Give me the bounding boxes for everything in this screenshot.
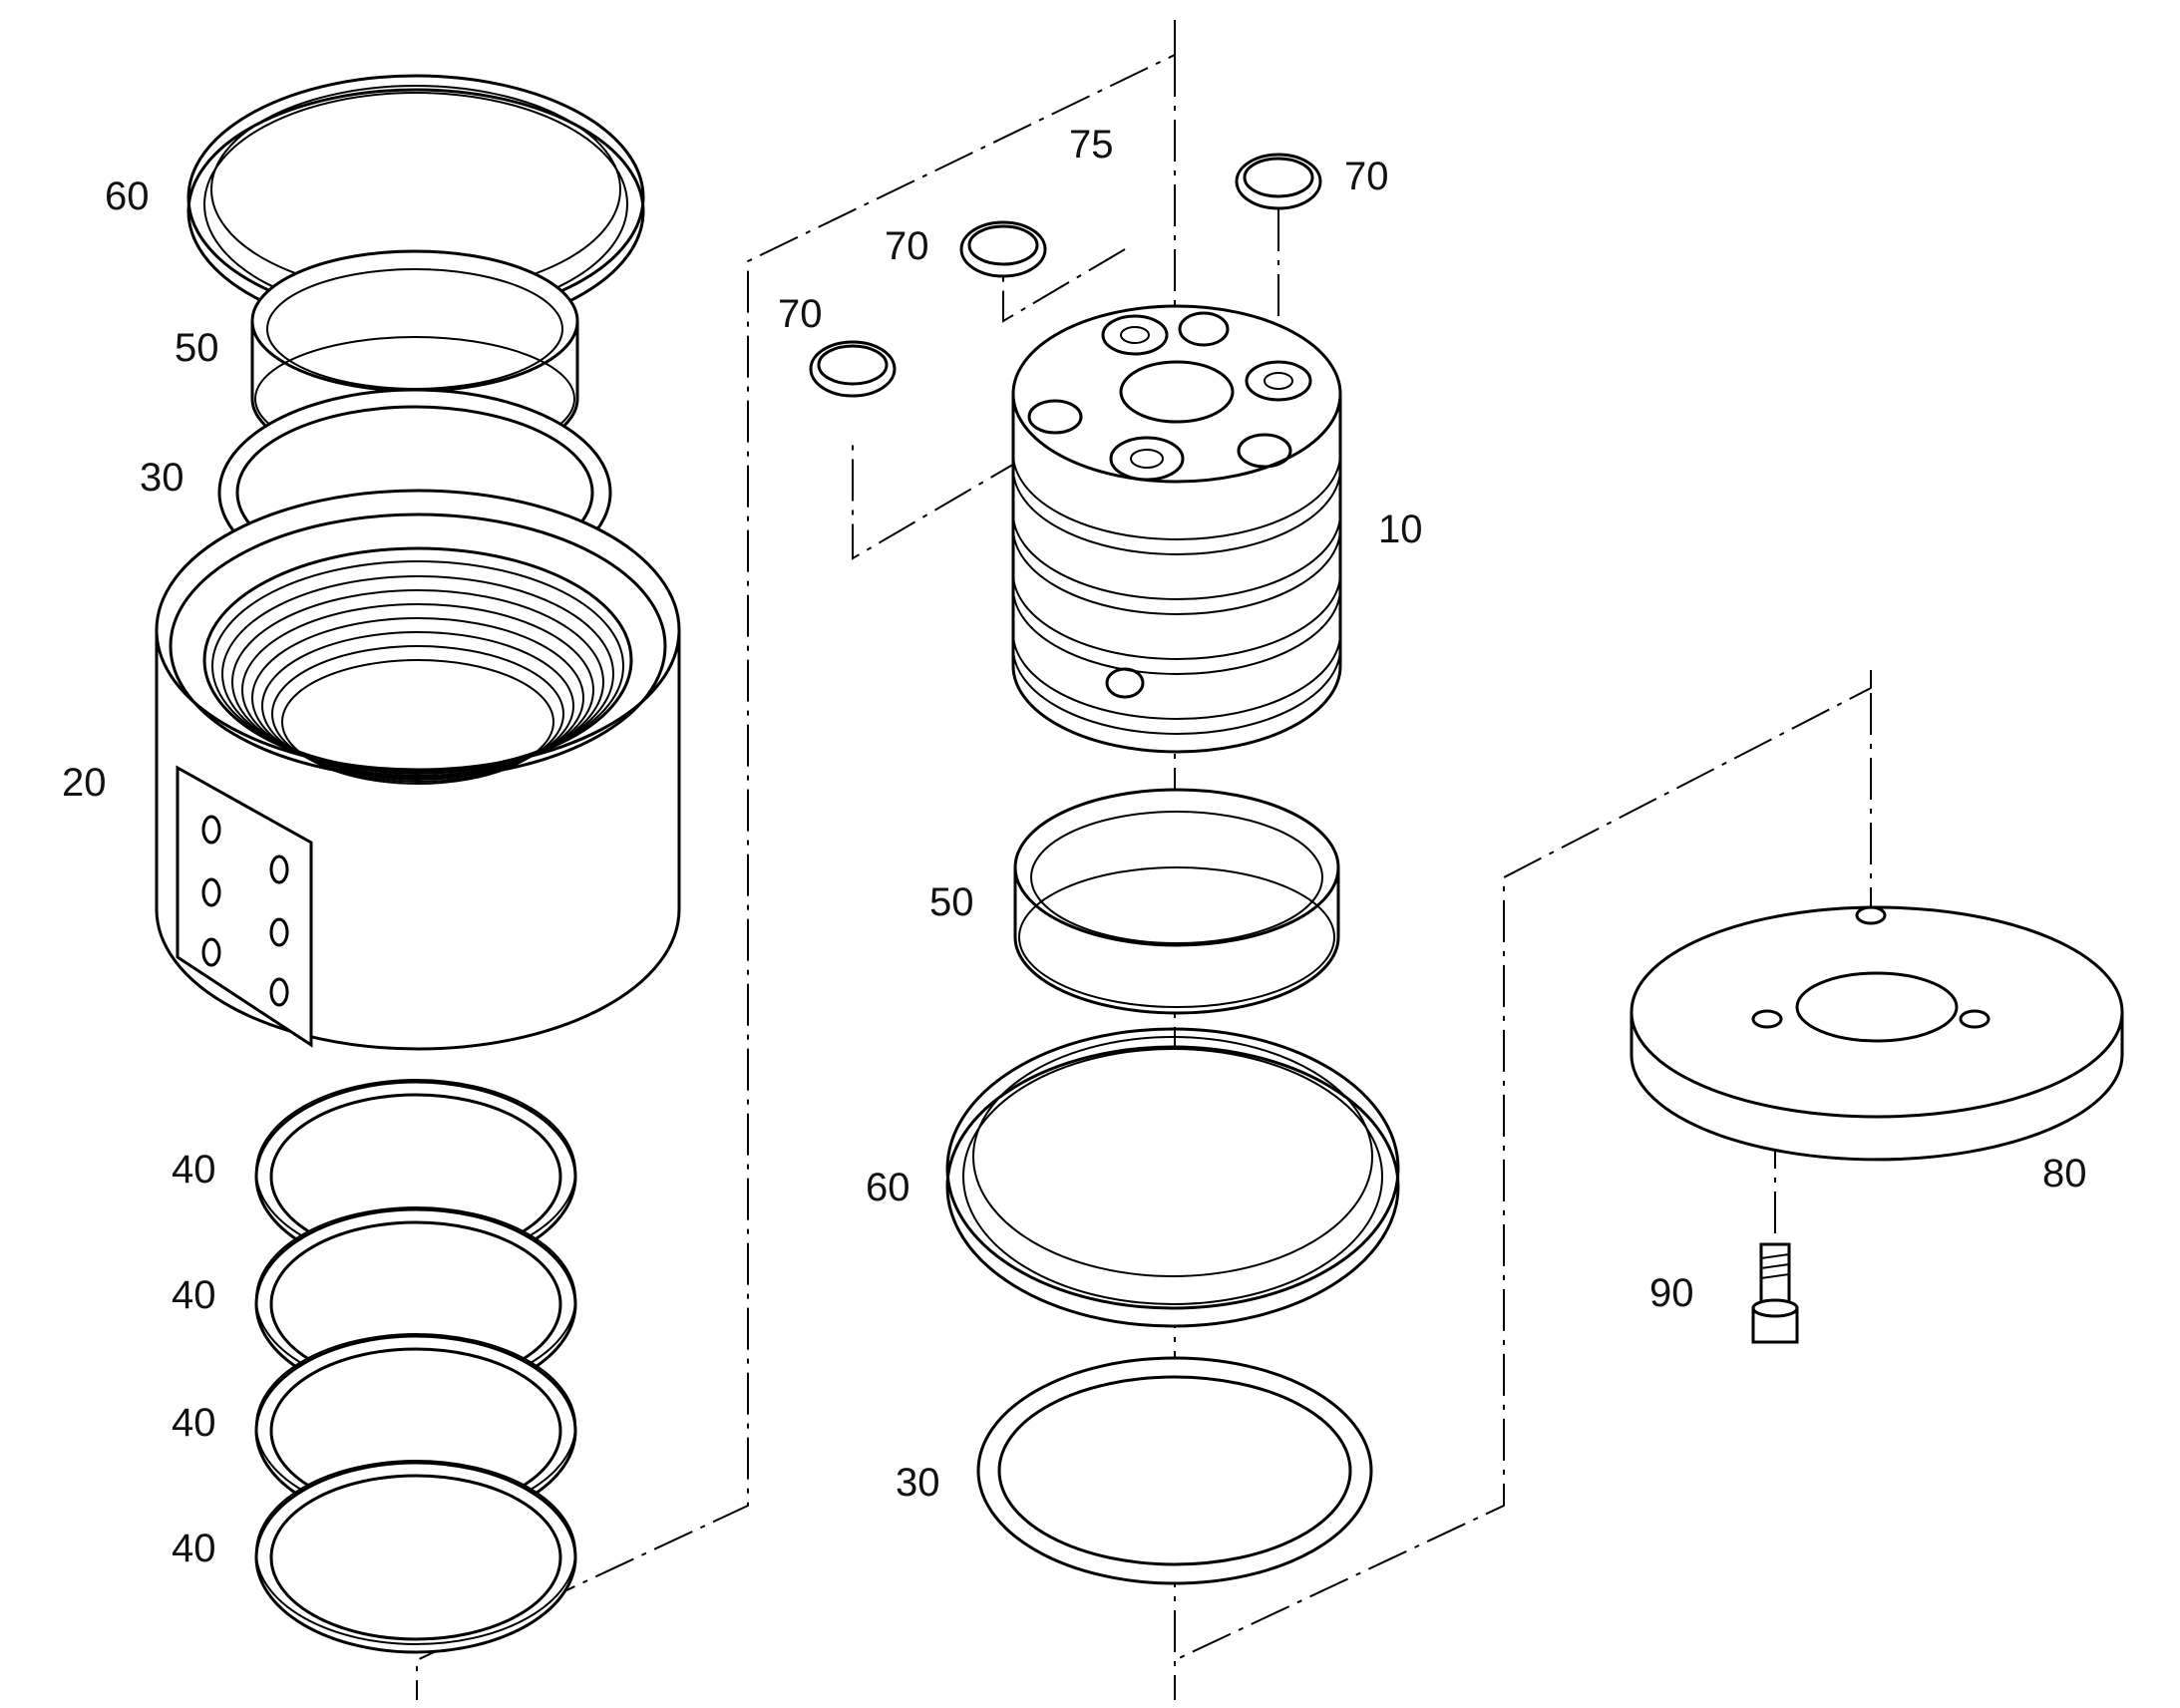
label-part-50-center: 50 (929, 880, 974, 924)
label-part-70-right: 70 (1344, 155, 1389, 198)
part-labels: 60 50 30 20 40 40 40 40 75 70 70 70 10 5… (62, 123, 2087, 1570)
sleeve-part-50-center (1013, 788, 1340, 1015)
o-ring-part-70 (809, 153, 1322, 398)
label-part-70-middle: 70 (885, 224, 929, 268)
label-part-60-center: 60 (866, 1166, 910, 1209)
label-part-40-c: 40 (172, 1401, 216, 1445)
label-part-80: 80 (2042, 1152, 2087, 1196)
port-holes (201, 815, 289, 1007)
label-part-90: 90 (1649, 1271, 1694, 1315)
housing-part-20 (155, 489, 681, 1051)
rotor-part-10 (1011, 304, 1342, 754)
ring-part-30-center (976, 1356, 1373, 1585)
label-part-10: 10 (1378, 508, 1423, 551)
label-part-70-left: 70 (778, 292, 823, 336)
label-part-30-center: 30 (896, 1461, 940, 1505)
label-part-60-left: 60 (105, 174, 150, 218)
label-part-50-left: 50 (175, 326, 219, 370)
seal-stack-part-40 (254, 1079, 577, 1654)
plate-part-80 (1630, 905, 2124, 1162)
ring-part-60-center (945, 1027, 1400, 1328)
label-part-40-d: 40 (172, 1527, 216, 1570)
label-part-40-a: 40 (172, 1148, 216, 1192)
label-part-75: 75 (1069, 123, 1114, 167)
label-part-30-left: 30 (140, 456, 184, 500)
label-part-20: 20 (62, 761, 107, 805)
screw-part-90 (1751, 1242, 1799, 1344)
label-part-40-b: 40 (172, 1273, 216, 1317)
